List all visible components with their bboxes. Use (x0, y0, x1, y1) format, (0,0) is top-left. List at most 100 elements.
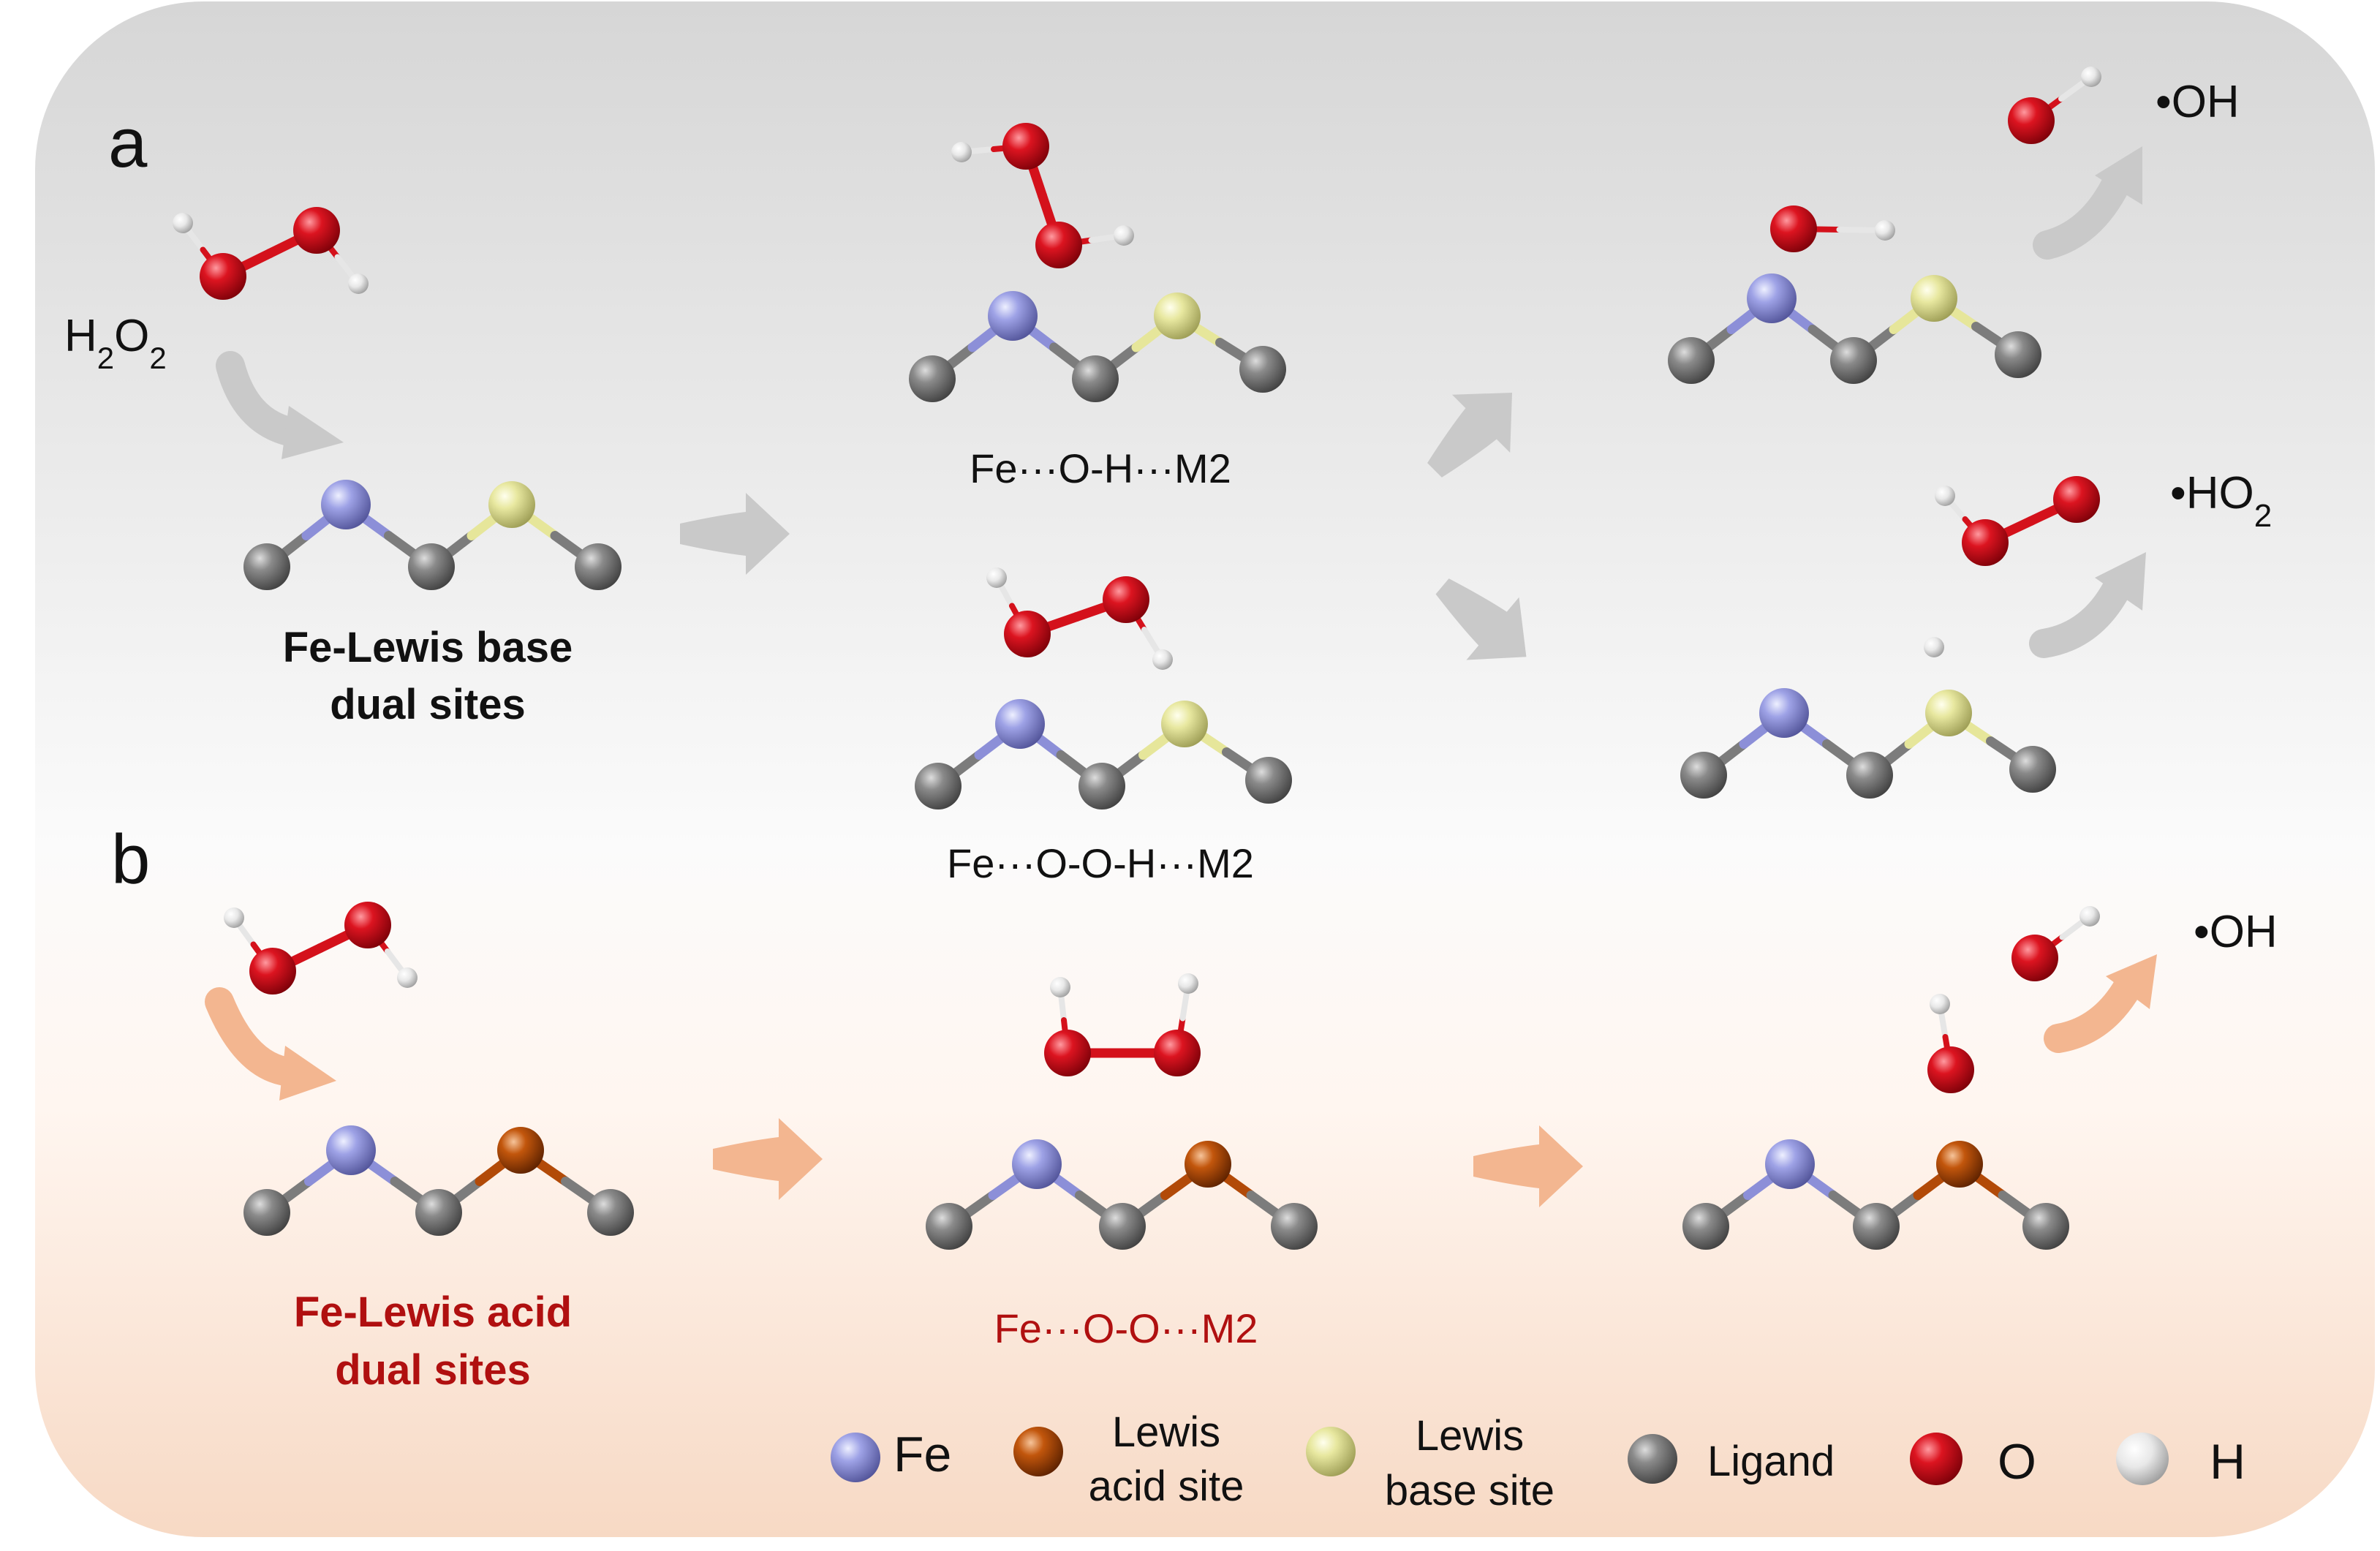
step-arrow-b1 (713, 1118, 823, 1200)
step-arrow-a1 (680, 493, 790, 575)
ligand-atom (1099, 1203, 1146, 1250)
hydrogen-atom (951, 142, 972, 162)
catalyst-b-label-line1: Fe-Lewis acid (294, 1288, 572, 1336)
oxygen-atom (1154, 1030, 1201, 1076)
hydrogen-atom (1924, 637, 1944, 657)
oxygen-atom (1962, 519, 2009, 566)
oxygen-atom (1910, 1433, 1962, 1485)
ligand-atom (1853, 1203, 1900, 1250)
oxygen-atom (1002, 123, 1049, 170)
lewis-base-atom (488, 481, 535, 528)
ligand-atom (1271, 1203, 1318, 1250)
hydrogen-atom (224, 907, 244, 928)
oxygen-atom (1770, 205, 1817, 252)
hydrogen-atom (1875, 220, 1895, 241)
hydrogen-atom (348, 273, 369, 294)
ligand-atom (2022, 1203, 2069, 1250)
lewis-base-atom (1306, 1427, 1356, 1476)
adsorption-arrow-b (205, 987, 336, 1101)
lewis-base-atom (1925, 690, 1972, 736)
fe-atom (988, 291, 1038, 341)
hydrogen-atom (2116, 1433, 2169, 1485)
fe-atom (1759, 688, 1809, 738)
release-arrow-oh-b (2044, 954, 2157, 1053)
catalyst-b-label-line2: dual sites (335, 1346, 531, 1394)
hydrogen-atom (1114, 225, 1134, 246)
hydrogen-atom (1935, 486, 1955, 506)
ligand-atom (926, 1203, 972, 1250)
ligand-atom (243, 543, 290, 590)
atom-layer (173, 67, 2169, 1485)
step-arrow-a-down (1435, 578, 1527, 660)
fe-atom (326, 1125, 376, 1175)
fe-atom (831, 1433, 880, 1482)
ligand-atom (1072, 355, 1119, 402)
oxygen-atom (344, 902, 391, 948)
product-b-oh: •OH (2194, 907, 2278, 957)
legend-o-label: O (1998, 1434, 2036, 1490)
ligand-atom (1830, 337, 1877, 384)
hydrogen-atom (986, 567, 1007, 588)
ligand-atom (575, 543, 622, 590)
hydrogen-atom (1178, 973, 1198, 994)
ligand-atom (1846, 752, 1893, 799)
hydrogen-atom (173, 213, 193, 233)
lewis-base-atom (1161, 701, 1208, 747)
ligand-atom (1668, 337, 1715, 384)
ligand-atom (1628, 1434, 1677, 1484)
lewis-acid-atom (1185, 1141, 1231, 1188)
oxygen-atom (1004, 611, 1051, 657)
legend-acid-label-line2: acid site (1089, 1463, 1244, 1510)
ligand-atom (1680, 752, 1727, 799)
oxygen-atom (2011, 935, 2058, 981)
hydrogen-atom (397, 967, 418, 988)
ligand-atom (2009, 746, 2056, 793)
ligand-atom (587, 1189, 634, 1236)
ligand-atom (415, 1189, 462, 1236)
legend-acid-label-line1: Lewis (1112, 1408, 1220, 1456)
fe-atom (1747, 273, 1797, 323)
oxygen-atom (2053, 476, 2100, 523)
fe-atom (1012, 1139, 1062, 1189)
legend-base-label-line2: base site (1385, 1467, 1554, 1514)
step-arrow-b2 (1473, 1125, 1583, 1207)
product-a-ho2: •HO2 (2170, 468, 2272, 534)
hydrogen-atom (1152, 649, 1173, 670)
ligand-atom (909, 355, 956, 402)
ligand-atom (915, 763, 962, 810)
ligand-atom (243, 1189, 290, 1236)
legend-ligand-label: Ligand (1707, 1438, 1835, 1485)
hydrogen-atom (1050, 977, 1070, 997)
hydrogen-atom (2079, 906, 2100, 927)
fe-atom (321, 480, 371, 529)
lewis-base-atom (1911, 275, 1957, 322)
intermediate-a-bottom-label: Fe···O-O-H···M2 (947, 840, 1254, 886)
legend-base-label-line1: Lewis (1416, 1412, 1524, 1460)
lewis-acid-atom (1013, 1427, 1063, 1476)
ligand-atom (1682, 1203, 1729, 1250)
ligand-atom (1995, 331, 2041, 378)
release-arrow-oh-a (2033, 146, 2142, 260)
legend-fe-label: Fe (894, 1427, 951, 1482)
adsorption-arrow-a (216, 351, 344, 459)
legend-h-label: H (2210, 1434, 2245, 1490)
step-arrow-a-up (1427, 392, 1513, 478)
oxygen-atom (293, 207, 340, 254)
catalyst-a-label-line1: Fe-Lewis base (283, 624, 573, 671)
arrow-layer (205, 146, 2157, 1207)
oxygen-atom (1103, 576, 1149, 623)
oxygen-atom (1927, 1046, 1974, 1093)
lewis-base-atom (1154, 293, 1201, 339)
ligand-atom (1239, 346, 1286, 393)
catalyst-a-label-line2: dual sites (330, 681, 526, 728)
hydrogen-atom (2081, 67, 2101, 87)
oxygen-atom (1035, 222, 1082, 268)
oxygen-atom (1044, 1030, 1091, 1076)
oxygen-atom (200, 253, 246, 300)
hydrogen-atom (1930, 994, 1950, 1014)
product-a-oh: •OH (2156, 77, 2240, 127)
intermediate-a-top-label: Fe···O-H···M2 (970, 445, 1231, 491)
h2o2-label: H2O2 (64, 311, 167, 375)
